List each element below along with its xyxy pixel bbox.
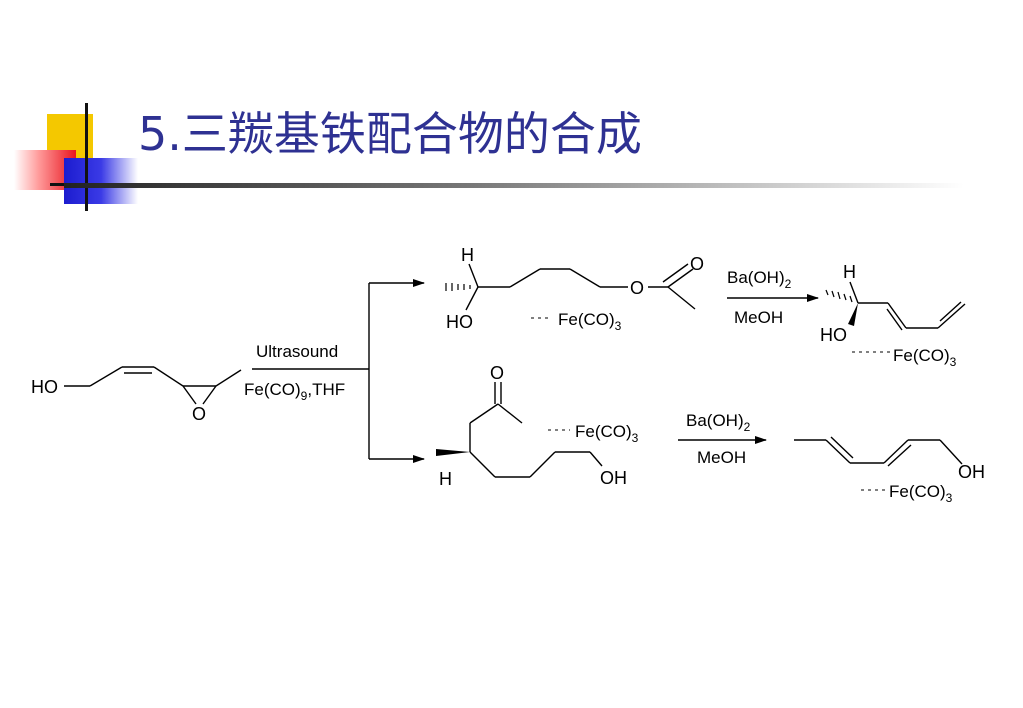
product-3-bonds [469, 382, 603, 478]
condition-ultrasound: Ultrasound [256, 342, 338, 361]
p2-fe-label: Fe(CO)3 [893, 346, 957, 369]
condition-baoh2-1: Ba(OH)2 [727, 268, 792, 291]
p1-ester-o-label: O [630, 278, 644, 298]
product-3-wedge-bond [436, 449, 470, 456]
p2-ho-label: HO [820, 325, 847, 345]
p3-h-label: H [439, 469, 452, 489]
condition-meoh-1: MeOH [734, 308, 783, 327]
title-underline [64, 183, 964, 188]
sm-epoxide-o-label: O [192, 404, 206, 424]
starting-material-bonds [64, 366, 242, 405]
p3-oh-label: OH [600, 468, 627, 488]
product-2-bonds [849, 281, 966, 331]
p4-oh-label: OH [958, 462, 985, 482]
product-2-hashed-bond [825, 289, 853, 303]
p1-fe-label: Fe(CO)3 [558, 310, 622, 333]
condition-meoh-2: MeOH [697, 448, 746, 467]
p1-carbonyl-o-label: O [690, 254, 704, 274]
product-2-wedge-bond [848, 303, 858, 326]
decor-blue-square [64, 158, 138, 204]
slide-title: 5.三羰基铁配合物的合成 [138, 107, 642, 161]
decor-vertical-line [85, 103, 88, 211]
product-1-hashed-bond [445, 283, 471, 291]
sm-ho-label: HO [31, 377, 58, 397]
p1-ho-label: HO [446, 312, 473, 332]
p4-fe-label: Fe(CO)3 [889, 482, 953, 505]
p2-h-label: H [843, 262, 856, 282]
condition-baoh2-2: Ba(OH)2 [686, 411, 751, 434]
p3-carbonyl-o-label: O [490, 363, 504, 383]
condition-reagent-1: Fe(CO)9,THF [244, 380, 345, 403]
p1-h-label: H [461, 245, 474, 265]
reaction-arrow-1 [252, 279, 425, 463]
product-4-bonds [794, 436, 963, 467]
p3-fe-label: Fe(CO)3 [575, 422, 639, 445]
product-1-bonds [465, 263, 696, 311]
